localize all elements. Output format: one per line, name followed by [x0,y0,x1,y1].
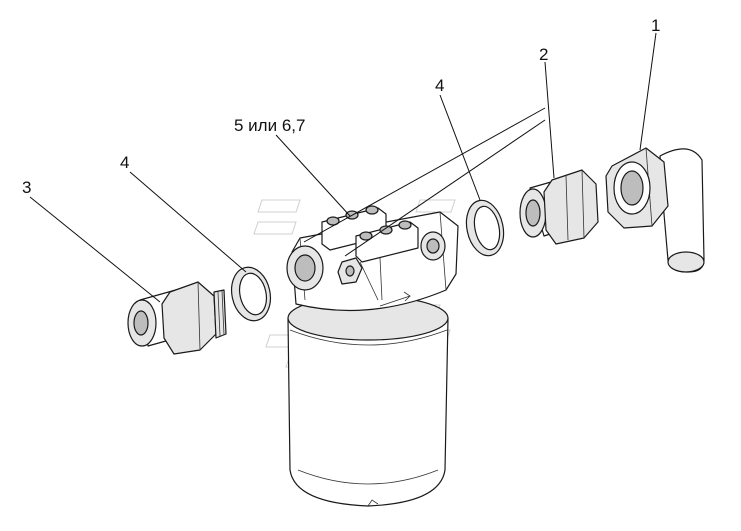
callout-4-right: 4 [435,76,444,95]
callout-5-or-6-7: 5 или 6,7 [234,116,305,135]
filter-head [286,205,459,312]
part-4-sealing-ring-left [230,266,272,322]
callout-4-left: 4 [120,153,129,172]
callout-2: 2 [539,45,548,64]
callout-3: 3 [22,178,31,197]
part-2-union-fitting [519,169,599,245]
filter-canister [287,295,449,507]
leader-lines [29,32,657,303]
part-1-elbow-nut [605,147,705,273]
part-4-sealing-ring-right [465,199,505,257]
callout-1: 1 [651,16,660,35]
part-3-hose-fitting [127,281,227,355]
